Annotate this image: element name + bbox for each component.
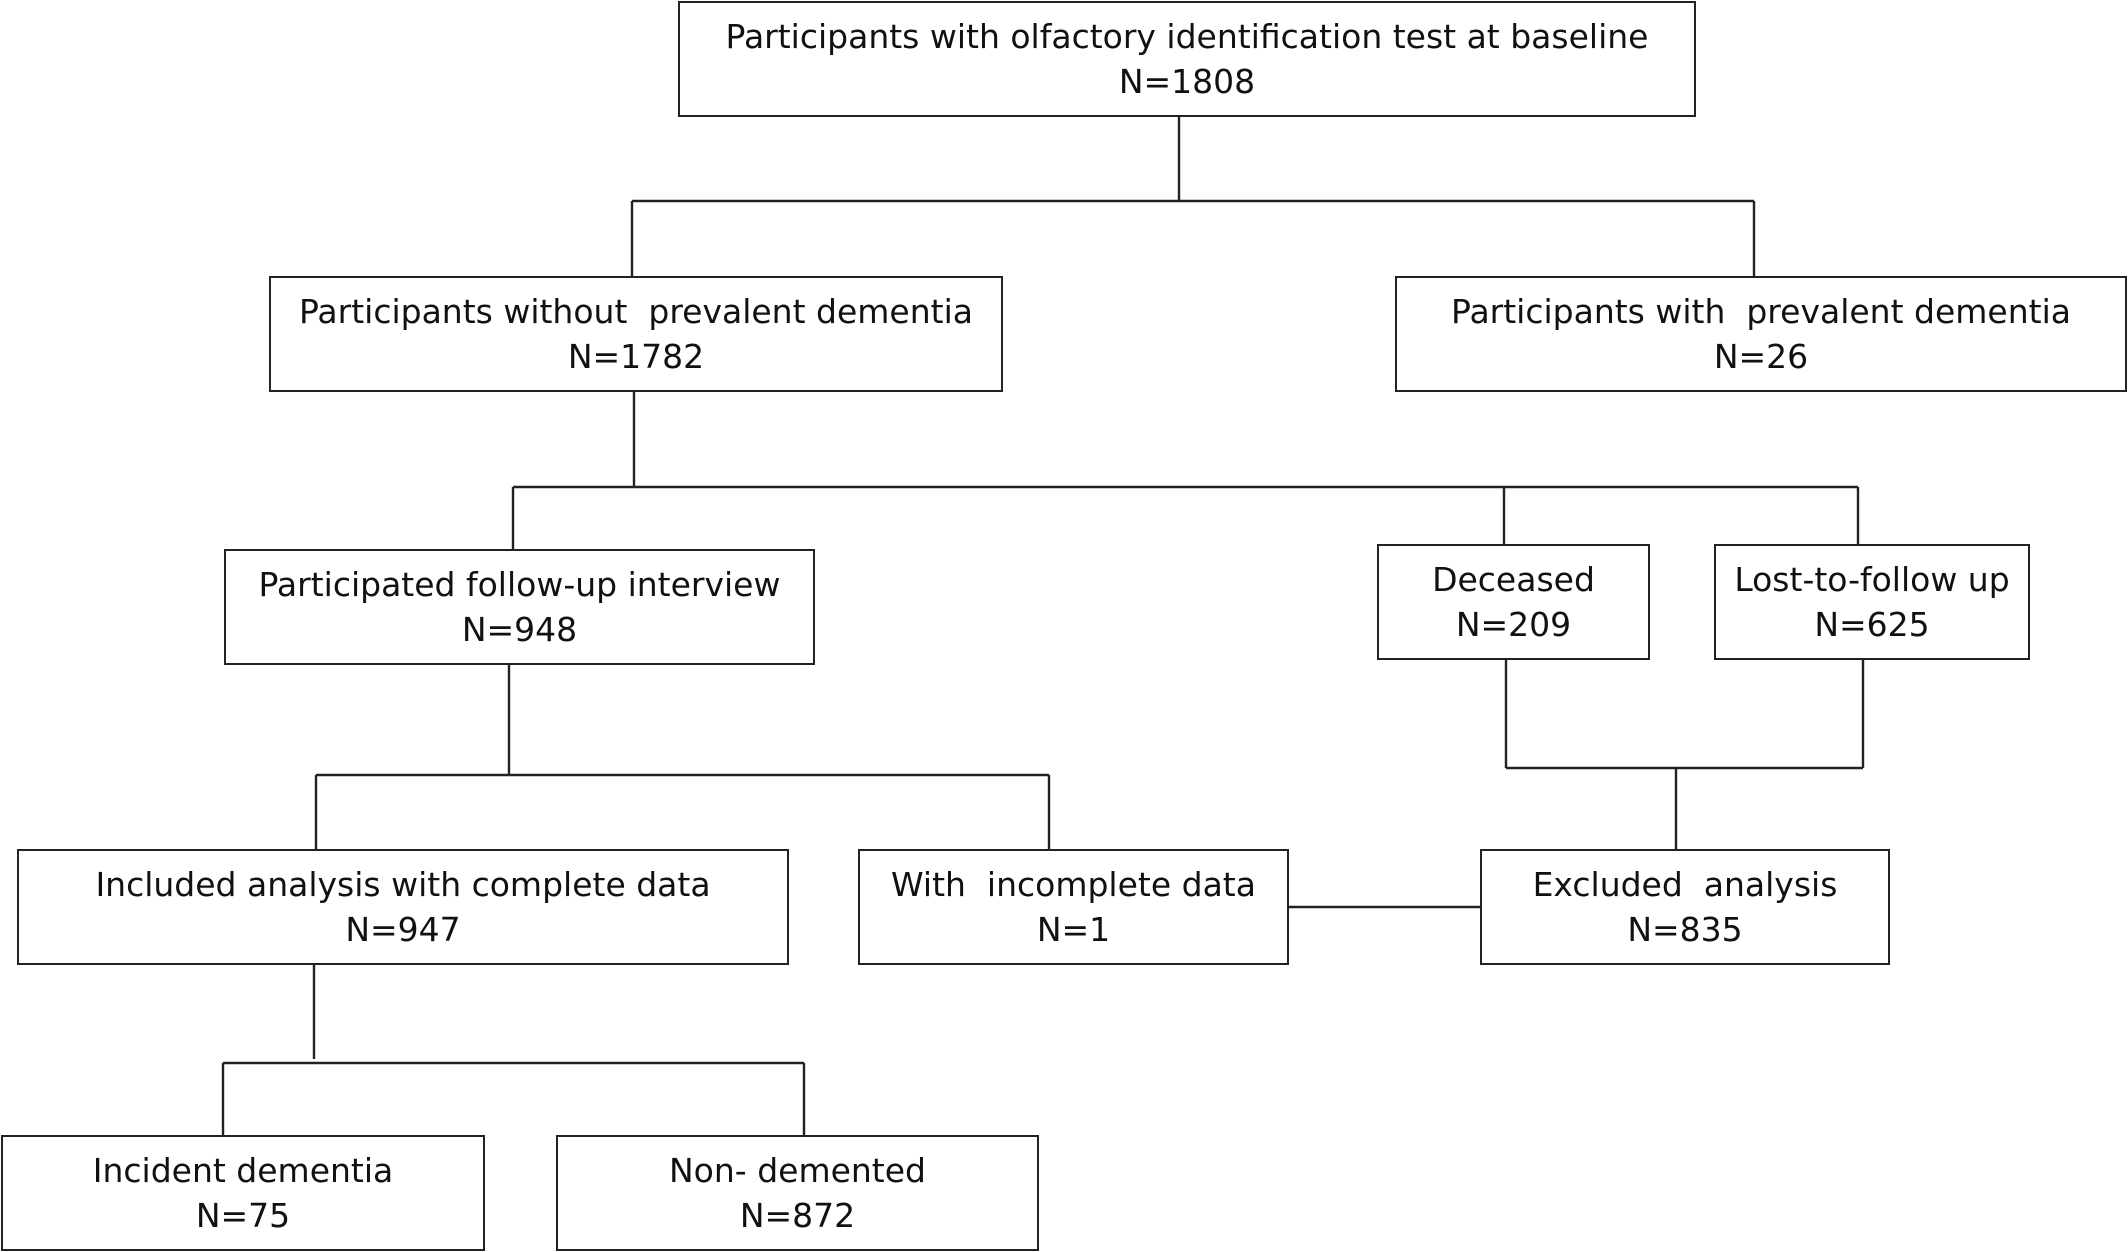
no-dementia-label: Participants without prevalent dementia	[299, 292, 973, 331]
no-dementia-count: N=1782	[567, 337, 705, 376]
non-demented-count: N=872	[739, 1196, 856, 1235]
deceased-box: Deceased N=209	[1377, 544, 1650, 660]
excluded-label: Excluded analysis	[1532, 865, 1838, 904]
lost-label: Lost-to-follow up	[1734, 560, 2010, 599]
with-dementia-label: Participants with prevalent dementia	[1451, 292, 2071, 331]
incident-dementia-box: Incident dementia N=75	[1, 1135, 485, 1251]
incomplete-label: With incomplete data	[891, 865, 1256, 904]
complete-count: N=947	[345, 910, 461, 949]
incomplete-count: N=1	[1036, 910, 1111, 949]
no-dementia-box: Participants without prevalent dementia …	[269, 276, 1003, 392]
incident-dementia-count: N=75	[195, 1196, 291, 1235]
followup-box: Participated follow-up interview N=948	[224, 549, 815, 665]
followup-label: Participated follow-up interview	[258, 565, 781, 604]
excluded-box: Excluded analysis N=835	[1480, 849, 1890, 965]
non-demented-label: Non- demented	[669, 1151, 926, 1190]
baseline-count: N=1808	[1118, 62, 1256, 101]
lost-box: Lost-to-follow up N=625	[1714, 544, 2030, 660]
baseline-label: Participants with olfactory identificati…	[725, 17, 1649, 56]
non-demented-box: Non- demented N=872	[556, 1135, 1039, 1251]
deceased-label: Deceased	[1432, 560, 1595, 599]
incident-dementia-label: Incident dementia	[92, 1151, 394, 1190]
with-dementia-box: Participants with prevalent dementia N=2…	[1395, 276, 2127, 392]
complete-box: Included analysis with complete data N=9…	[17, 849, 789, 965]
excluded-count: N=835	[1627, 910, 1743, 949]
deceased-count: N=209	[1455, 605, 1572, 644]
lost-count: N=625	[1814, 605, 1930, 644]
incomplete-box: With incomplete data N=1	[858, 849, 1289, 965]
baseline-box: Participants with olfactory identificati…	[678, 1, 1696, 117]
followup-count: N=948	[461, 610, 578, 649]
complete-label: Included analysis with complete data	[95, 865, 711, 904]
with-dementia-count: N=26	[1713, 337, 1809, 376]
